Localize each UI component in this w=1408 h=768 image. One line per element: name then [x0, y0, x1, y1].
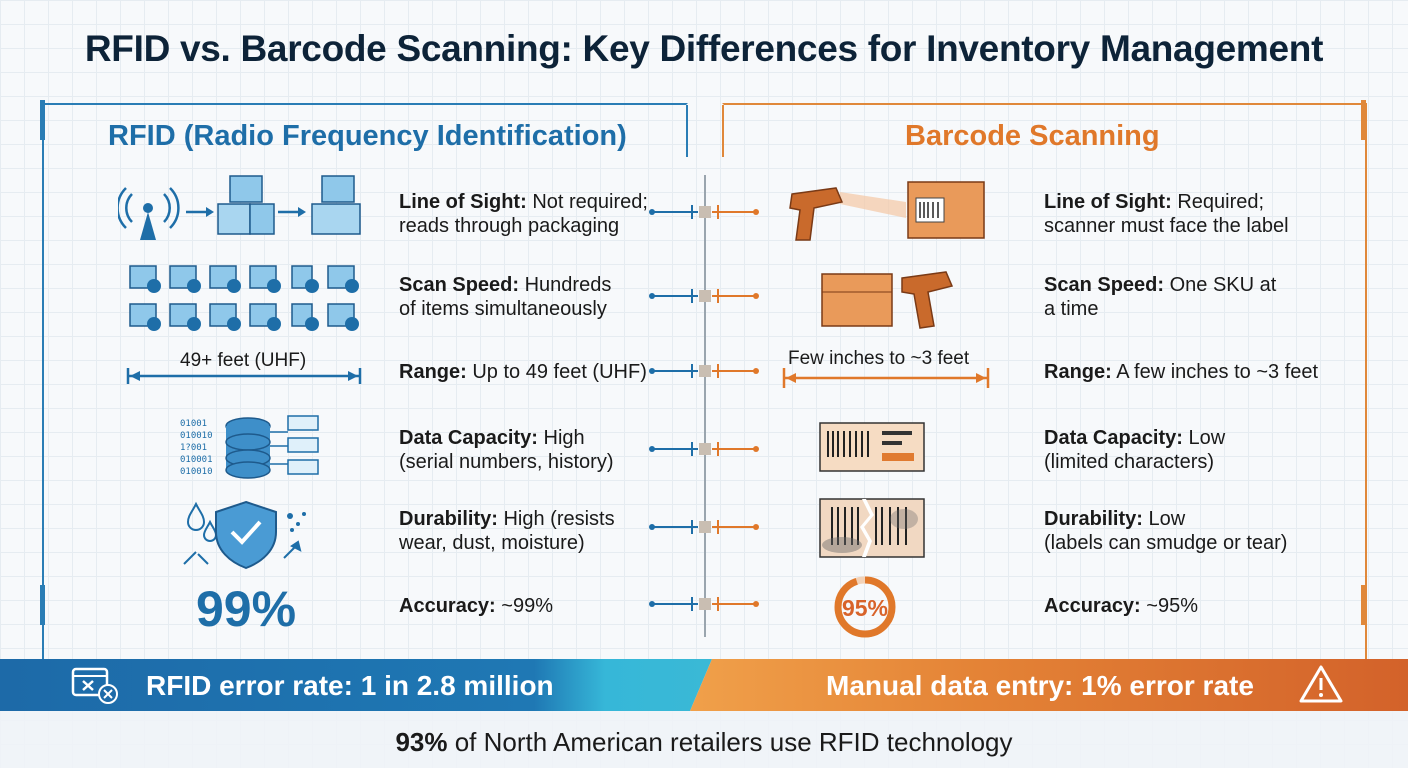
rfid-row-accuracy: Accuracy: ~99% [399, 594, 553, 618]
rfid-accuracy-big: 99% [196, 581, 297, 637]
svg-text:010001: 010001 [180, 455, 213, 465]
row-label: Durability: [399, 508, 498, 530]
rfid-header: RFID (Radio Frequency Identification) [108, 120, 627, 152]
barcode-row-line-of-sight: Line of Sight: Required; scanner must fa… [1044, 190, 1289, 238]
row-value-cont: scanner must face the label [1044, 215, 1289, 237]
footer-stat: 93% of North American retailers use RFID… [0, 727, 1408, 758]
row-value-cont: of items simultaneously [399, 298, 607, 320]
row-value: Low [1142, 508, 1186, 530]
rfid-error-rate-text: RFID error rate: 1 in 2.8 million [146, 670, 554, 701]
barcode-row-accuracy: Accuracy: ~95% [1044, 594, 1198, 618]
row-value: Hundreds [519, 274, 612, 296]
connector [649, 364, 759, 378]
barcode-row-data-capacity: Data Capacity: Low (limited characters) [1044, 426, 1225, 474]
box-with-scanner-icon [821, 271, 954, 329]
durable-shield-icon [183, 500, 306, 570]
row-value: High [537, 427, 585, 449]
connector [649, 597, 759, 611]
row-label: Range: [399, 361, 467, 383]
row-label: Durability: [1044, 508, 1143, 530]
rfid-frame-tick [40, 585, 45, 625]
svg-text:010010: 010010 [180, 431, 213, 441]
row-label: Scan Speed: [1044, 274, 1165, 296]
barcode-row-durability: Durability: Low (labels can smudge or te… [1044, 507, 1287, 555]
rfid-row-line-of-sight: Line of Sight: Not required; reads throu… [399, 190, 648, 238]
row-value-cont: reads through packaging [399, 215, 620, 237]
barcode-frame-tick [1361, 100, 1366, 140]
row-label: Data Capacity: [399, 427, 538, 449]
barcode-header: Barcode Scanning [905, 120, 1160, 152]
rfid-row-durability: Durability: High (resists wear, dust, mo… [399, 507, 615, 555]
connector [649, 205, 759, 219]
row-value: One SKU at [1164, 274, 1277, 296]
row-value: Up to 49 feet (UHF) [466, 361, 647, 383]
rfid-multi-items-icon [129, 265, 359, 331]
connector [649, 289, 759, 303]
manual-error-band [690, 659, 1408, 711]
row-label: Line of Sight: [399, 191, 527, 213]
rfid-row-data-capacity: Data Capacity: High (serial numbers, his… [399, 426, 614, 474]
rfid-row-scan-speed: Scan Speed: Hundreds of items simultaneo… [399, 273, 611, 321]
rfid-range-arrow [126, 368, 362, 384]
row-label: Line of Sight: [1044, 191, 1172, 213]
connector [649, 520, 759, 534]
row-label: Data Capacity: [1044, 427, 1183, 449]
svg-text:01001: 01001 [180, 419, 207, 429]
row-label: Accuracy: [1044, 595, 1141, 617]
page-title: RFID vs. Barcode Scanning: Key Differenc… [84, 28, 1324, 69]
center-divider [704, 175, 706, 637]
warning-icon [1299, 665, 1343, 703]
svg-text:010010: 010010 [180, 467, 213, 477]
barcode-range-arrow [782, 368, 990, 388]
row-value: Low [1182, 427, 1226, 449]
footer-stat-text: of North American retailers use RFID tec… [447, 727, 1013, 757]
footer-stat-value: 93% [395, 727, 448, 757]
row-value-cont: (serial numbers, history) [399, 451, 614, 473]
rfid-range-label: 49+ feet (UHF) [180, 350, 307, 371]
row-value-cont: wear, dust, moisture) [399, 532, 585, 554]
row-label: Accuracy: [399, 595, 496, 617]
error-window-icon [71, 667, 118, 704]
damaged-barcode-icon [819, 498, 925, 558]
connector [649, 442, 759, 456]
row-label: Range: [1044, 361, 1112, 383]
scanner-to-box-icon [789, 181, 985, 241]
barcode-row-scan-speed: Scan Speed: One SKU at a time [1044, 273, 1276, 321]
manual-error-rate-text: Manual data entry: 1% error rate [826, 670, 1254, 701]
row-value-cont: a time [1044, 298, 1099, 320]
barcode-range-label: Few inches to ~3 feet [788, 348, 970, 369]
row-value: Required; [1171, 191, 1265, 213]
footer-bar [0, 711, 1408, 768]
row-value: ~99% [495, 595, 553, 617]
row-label: Scan Speed: [399, 274, 520, 296]
row-connectors [649, 205, 759, 611]
row-value: High (resists [497, 508, 615, 530]
row-value-cont: (labels can smudge or tear) [1044, 532, 1288, 554]
barcode-row-range: Range: A few inches to ~3 feet [1044, 360, 1318, 384]
database-icon: 01001 010010 1?001 010001 010010 [180, 415, 319, 479]
svg-text:1?001: 1?001 [180, 443, 207, 453]
row-value: Not required; [526, 191, 648, 213]
rfid-reader-to-boxes-icon [118, 175, 361, 240]
rfid-row-range: Range: Up to 49 feet (UHF) [399, 360, 647, 384]
barcode-accuracy-big: 95% [842, 595, 888, 621]
rfid-error-band [0, 659, 712, 711]
rfid-frame-tick [40, 100, 45, 140]
row-value: A few inches to ~3 feet [1111, 361, 1319, 383]
rfid-panel [42, 103, 688, 661]
barcode-accuracy-ring: 95% [834, 576, 896, 638]
barcode-frame-tick [1361, 585, 1366, 625]
row-value-cont: (limited characters) [1044, 451, 1215, 473]
row-value: ~95% [1140, 595, 1198, 617]
barcode-panel [722, 103, 1367, 661]
barcode-label-icon [819, 422, 925, 472]
